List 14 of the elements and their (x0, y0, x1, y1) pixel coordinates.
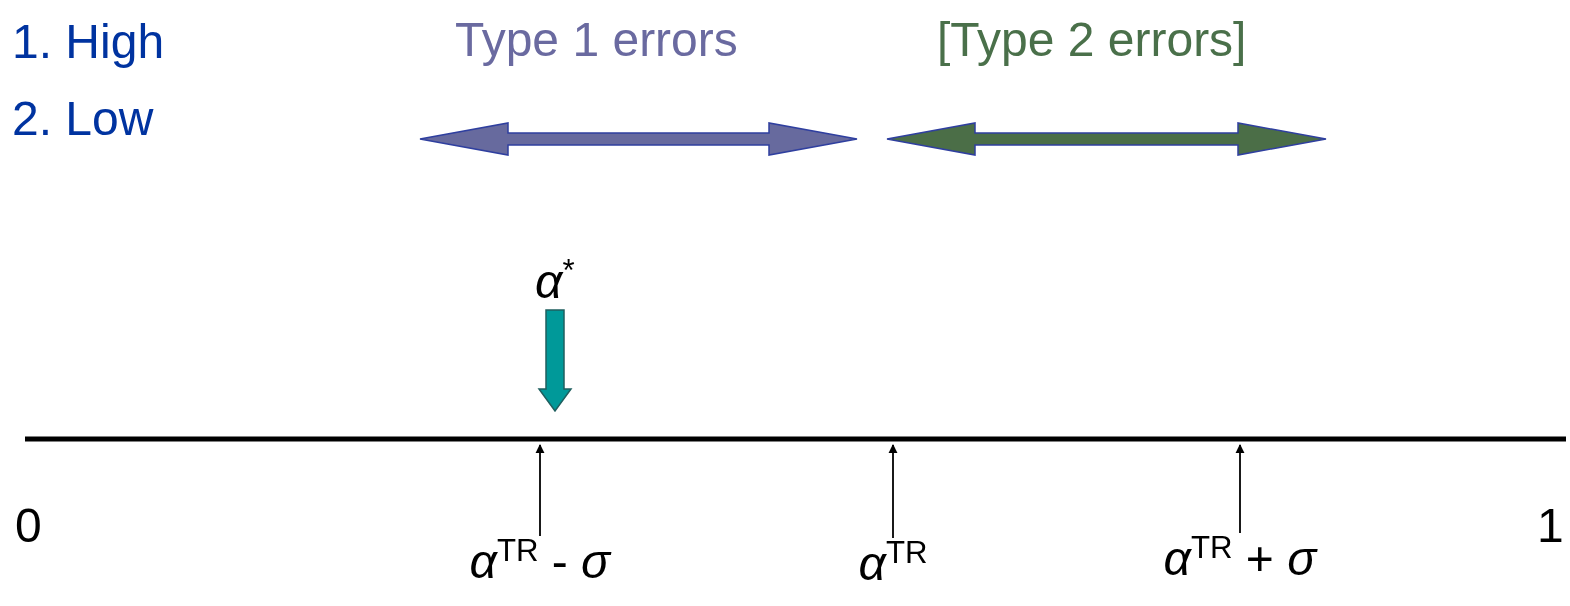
list-item: 2. Low (12, 95, 154, 143)
arrow (888, 444, 898, 539)
axis-tick-label: 0 (15, 502, 42, 550)
axis-tick-label: 1 (1537, 502, 1564, 550)
math-label: α$^{TR}$ - σ (469, 538, 611, 586)
arrow (535, 444, 545, 537)
math-label: α$^{*}$ (535, 258, 575, 306)
math-label: α$^{TR}$ (858, 540, 928, 588)
list-item: 1. High (12, 18, 165, 66)
arrow (1235, 444, 1245, 534)
range-label: [Type 2 errors] (937, 16, 1247, 64)
range-label: Type 1 errors (455, 16, 738, 64)
math-label: α$^{TR}$ + σ (1163, 535, 1317, 583)
arrow (537, 309, 573, 413)
